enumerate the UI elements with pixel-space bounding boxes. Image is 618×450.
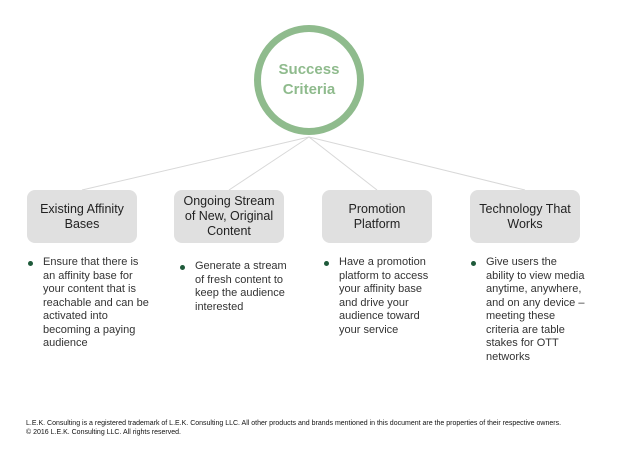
criterion-box-affinity: Existing Affinity Bases (27, 190, 137, 243)
criterion-heading: Technology That Works (479, 201, 571, 231)
criterion-box-technology: Technology That Works (470, 190, 580, 243)
criterion-heading: Ongoing Stream of New, Original Content (183, 194, 275, 238)
connector-line (308, 136, 378, 191)
criterion-box-promotion: Promotion Platform (322, 190, 432, 243)
connector-line (81, 136, 310, 191)
footer-notice: L.E.K. Consulting is a registered tradem… (26, 419, 561, 437)
trademark-notice: L.E.K. Consulting is a registered tradem… (26, 420, 562, 427)
bullet-icon (28, 261, 33, 266)
center-title: Success Criteria (278, 61, 340, 98)
criterion-heading: Existing Affinity Bases (40, 201, 124, 231)
criterion-heading: Promotion Platform (348, 201, 406, 231)
connector-line (228, 136, 310, 191)
copyright-notice: © 2016 L.E.K. Consulting LLC. All rights… (26, 429, 181, 436)
connector-line (308, 136, 526, 191)
bullet-icon (471, 261, 476, 266)
bullet-icon (324, 261, 329, 266)
bullet-icon (180, 265, 185, 270)
success-criteria-circle: Success Criteria (254, 25, 364, 135)
criterion-box-content: Ongoing Stream of New, Original Content (174, 190, 284, 243)
